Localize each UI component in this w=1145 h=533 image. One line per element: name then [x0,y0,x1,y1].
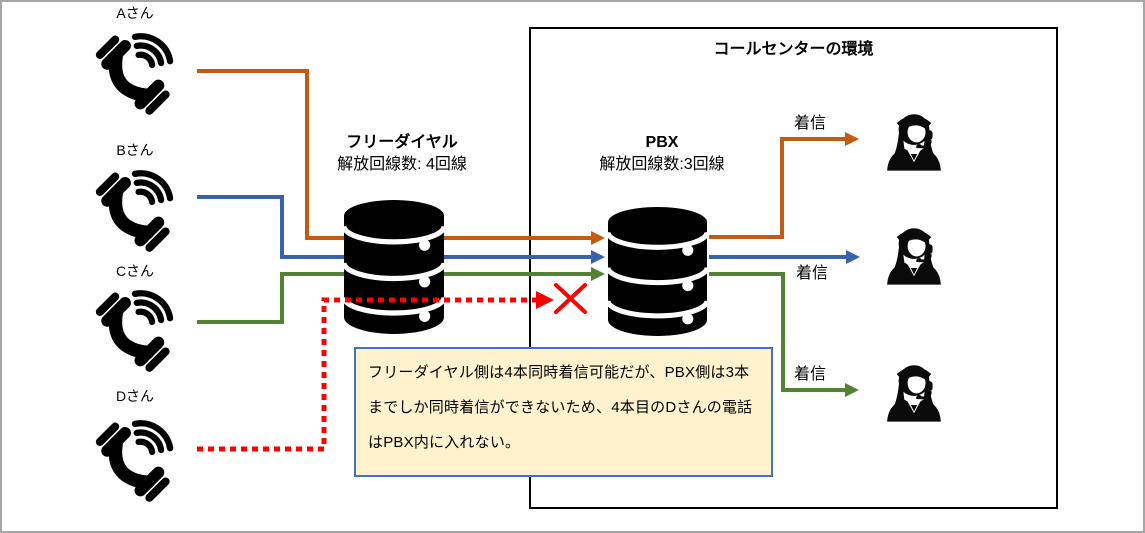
freedial-title: フリーダイヤル [346,134,458,151]
pbx-subtitle: 解放回線数:3回線 [599,155,725,173]
freedial-label: フリーダイヤル 解放回線数: 4回線 [302,132,502,175]
blocked-x-icon [554,283,587,314]
phone-icon-b [95,170,174,252]
caller-label-d: Dさん [115,388,155,404]
arrowhead-operator-3 [845,383,859,397]
operator-icon-1 [887,114,941,171]
arrowhead-operator-1 [845,132,859,146]
pbx-database-icon [607,207,708,336]
arrowhead-caller-c [591,267,605,281]
caller-label-b: Bさん [116,142,154,158]
pbx-label: PBX 解放回線数:3回線 [562,132,762,175]
caller-label-a: Aさん [116,5,154,21]
caller-label-c: Cさん [115,263,155,279]
note-text: フリーダイヤル側は4本同時着信可能だが、PBX側は3本までしか同時着信ができない… [368,364,753,451]
arrowhead-caller-a [591,231,605,245]
phone-icon-a [95,33,174,115]
line-caller-d-dashed [197,297,536,452]
arrowhead-caller-d [536,291,554,309]
phone-icon-c [95,290,174,372]
operator-icon-3 [887,365,941,422]
line-caller-a [197,69,593,240]
note-box: フリーダイヤル側は4本同時着信可能だが、PBX側は3本までしか同時着信ができない… [354,347,773,477]
operator-icon-2 [887,228,941,285]
incoming-label-2: 着信 [796,265,829,282]
freedial-subtitle: 解放回線数: 4回線 [337,155,467,173]
line-pbx-operator-1 [709,137,847,239]
arrowhead-caller-b [591,250,605,264]
pbx-title: PBX [645,134,679,151]
incoming-label-1: 着信 [794,115,827,132]
arrowhead-operator-2 [846,250,860,264]
incoming-label-3: 着信 [794,366,827,383]
callcenter-box: コールセンターの環境 [529,27,1058,509]
line-pbx-operator-3 [709,272,847,392]
phone-icon-d [95,420,174,502]
callcenter-title: コールセンターの環境 [713,41,874,58]
